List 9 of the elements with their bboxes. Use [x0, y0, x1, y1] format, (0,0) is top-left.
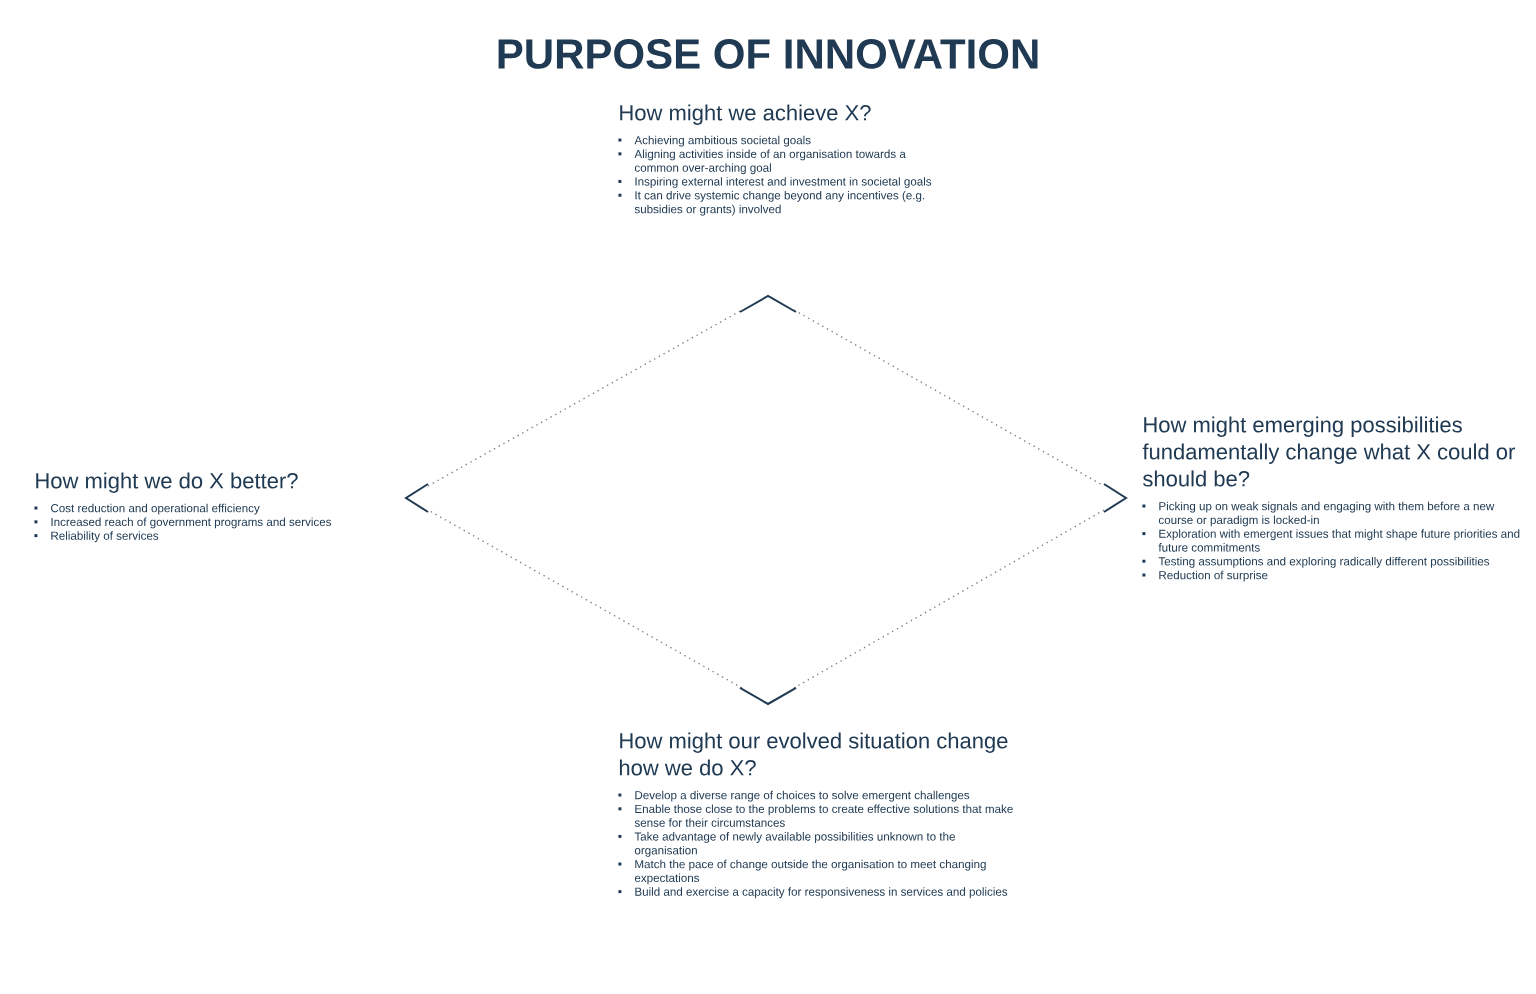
heading: How might we do X better? [36, 472, 298, 493]
text-block [1142, 416, 1520, 582]
title: PURPOSE OF INNOVATION [498, 39, 1038, 69]
heading: How might we achieve X? [620, 104, 871, 125]
text-block [618, 104, 932, 216]
heading: How might emerging possibilities fundamentally change what X could or should be? [1142, 416, 1515, 487]
text-block [618, 732, 1013, 899]
text-block [34, 472, 332, 543]
heading: How might our evolved situation change how we do X? [619, 732, 1008, 776]
